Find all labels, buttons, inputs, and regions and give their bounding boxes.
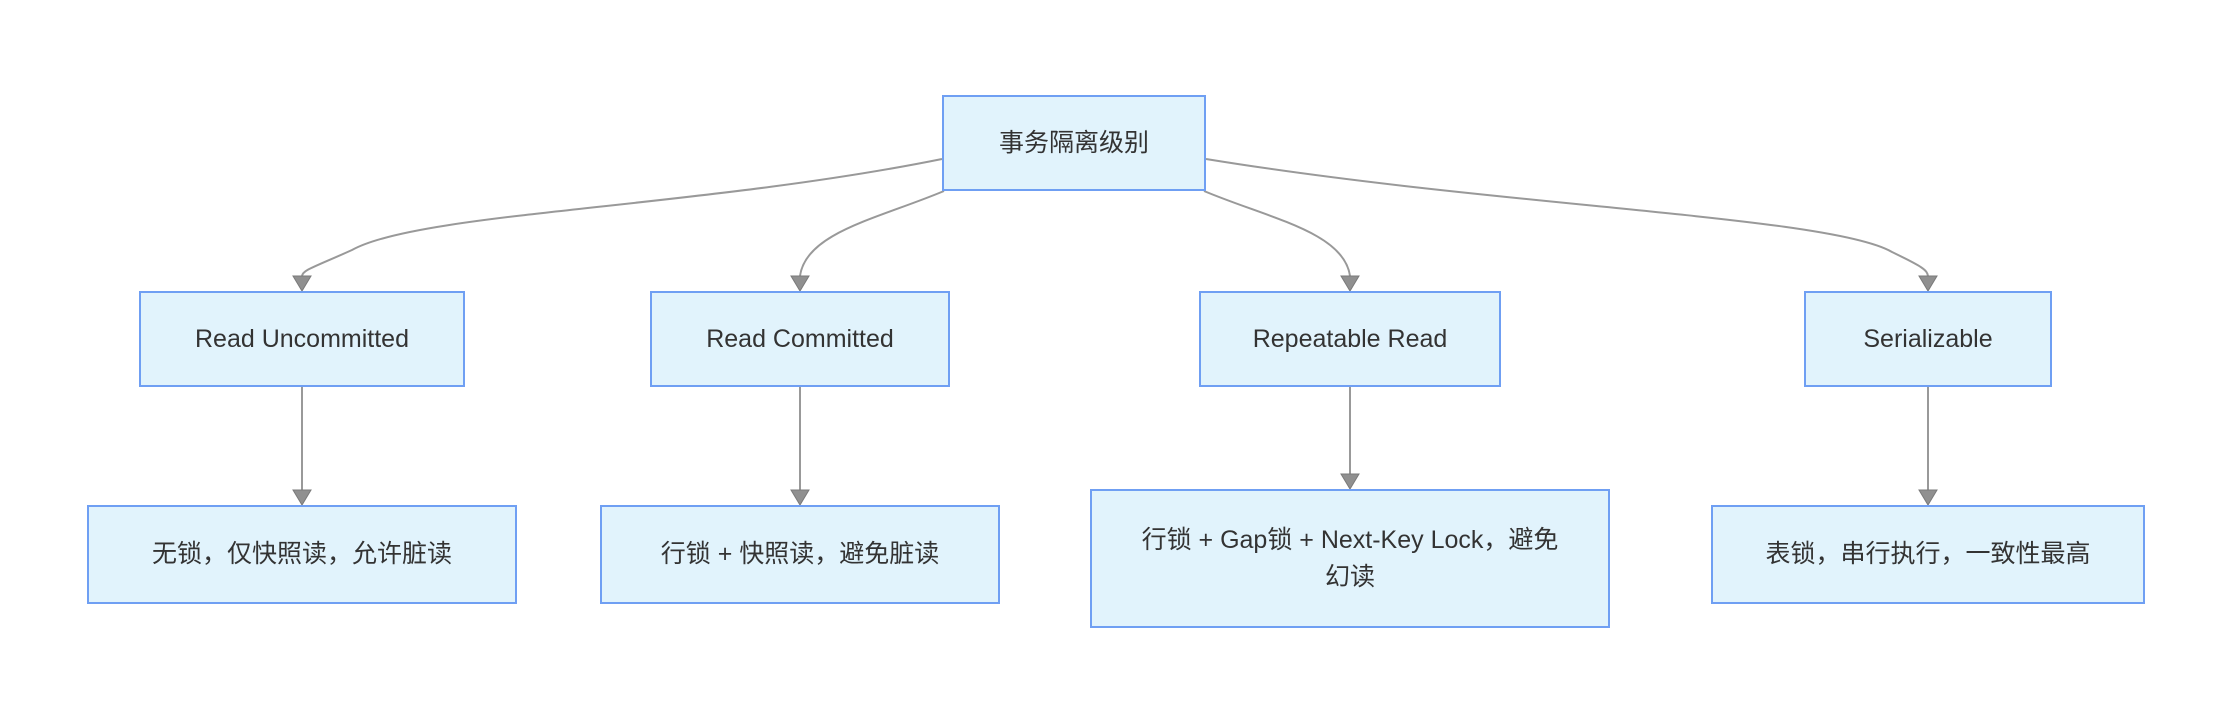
arrowhead-read-committed-icon bbox=[790, 275, 810, 292]
node-desc-read-committed-label: 行锁 + 快照读，避免脏读 bbox=[660, 540, 940, 569]
node-desc-read-uncommitted-label: 无锁，仅快照读，允许脏读 bbox=[151, 540, 452, 569]
node-desc-read-committed: 行锁 + 快照读，避免脏读 bbox=[600, 505, 1000, 604]
node-desc-repeatable-read-label-line1: 行锁 + Gap锁 + Next-Key Lock，避免 bbox=[1141, 526, 1559, 555]
node-repeatable-read-label: Repeatable Read bbox=[1252, 324, 1448, 353]
node-desc-repeatable-read: 行锁 + Gap锁 + Next-Key Lock，避免 幻读 bbox=[1090, 489, 1610, 628]
node-read-committed-label: Read Committed bbox=[706, 324, 894, 353]
edge-root-to-read-uncommitted bbox=[301, 158, 943, 277]
node-desc-read-uncommitted: 无锁，仅快照读，允许脏读 bbox=[87, 505, 517, 604]
arrowhead-desc-read-uncommitted-icon bbox=[292, 489, 312, 506]
arrowhead-desc-repeatable-read-icon bbox=[1340, 473, 1360, 490]
arrowhead-desc-serializable-icon bbox=[1918, 489, 1938, 506]
arrowhead-read-uncommitted-icon bbox=[292, 275, 312, 292]
node-desc-serializable: 表锁，串行执行，一致性最高 bbox=[1711, 505, 2145, 604]
node-repeatable-read: Repeatable Read bbox=[1199, 291, 1501, 387]
arrowhead-desc-read-committed-icon bbox=[790, 489, 810, 506]
node-read-uncommitted-label: Read Uncommitted bbox=[195, 324, 409, 353]
node-desc-repeatable-read-label-line2: 幻读 bbox=[1324, 562, 1375, 591]
edge-root-to-serializable bbox=[1205, 158, 1929, 277]
node-root-label: 事务隔离级别 bbox=[998, 128, 1149, 157]
node-serializable: Serializable bbox=[1804, 291, 2052, 387]
arrowhead-serializable-icon bbox=[1918, 275, 1938, 292]
edge-root-to-read-committed bbox=[799, 190, 945, 277]
edge-root-to-repeatable-read bbox=[1203, 190, 1351, 277]
node-serializable-label: Serializable bbox=[1863, 324, 1993, 353]
node-read-committed: Read Committed bbox=[650, 291, 950, 387]
arrowhead-repeatable-read-icon bbox=[1340, 275, 1360, 292]
node-desc-serializable-label: 表锁，串行执行，一致性最高 bbox=[1765, 540, 2091, 569]
node-root: 事务隔离级别 bbox=[942, 95, 1206, 191]
node-read-uncommitted: Read Uncommitted bbox=[139, 291, 465, 387]
